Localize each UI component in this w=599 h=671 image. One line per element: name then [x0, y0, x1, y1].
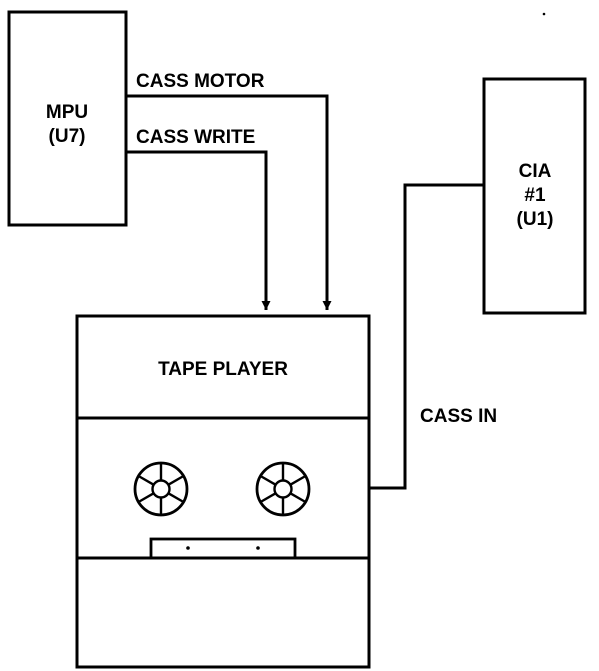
mpu-block: MPU (U7) [9, 12, 126, 225]
speck [543, 13, 546, 16]
cia-ref-label: (U1) [517, 209, 554, 230]
left-reel-icon [135, 463, 187, 515]
cia-number-label: #1 [524, 185, 546, 206]
tape-player: TAPE PLAYER [77, 316, 369, 667]
right-reel-icon [257, 463, 309, 515]
cia-block: CIA #1 (U1) [484, 79, 585, 313]
cass-write-line [126, 152, 266, 310]
cass-write-label: CASS WRITE [136, 127, 255, 148]
cass-motor-label: CASS MOTOR [136, 71, 265, 92]
cass-in-line [369, 185, 484, 488]
mpu-label: MPU [46, 102, 88, 123]
cia-label: CIA [519, 161, 552, 182]
cass-in-label: CASS IN [420, 406, 497, 427]
mpu-ref-label: (U7) [49, 126, 86, 147]
tape-player-label: TAPE PLAYER [158, 359, 288, 380]
tape-head-window [151, 539, 295, 558]
